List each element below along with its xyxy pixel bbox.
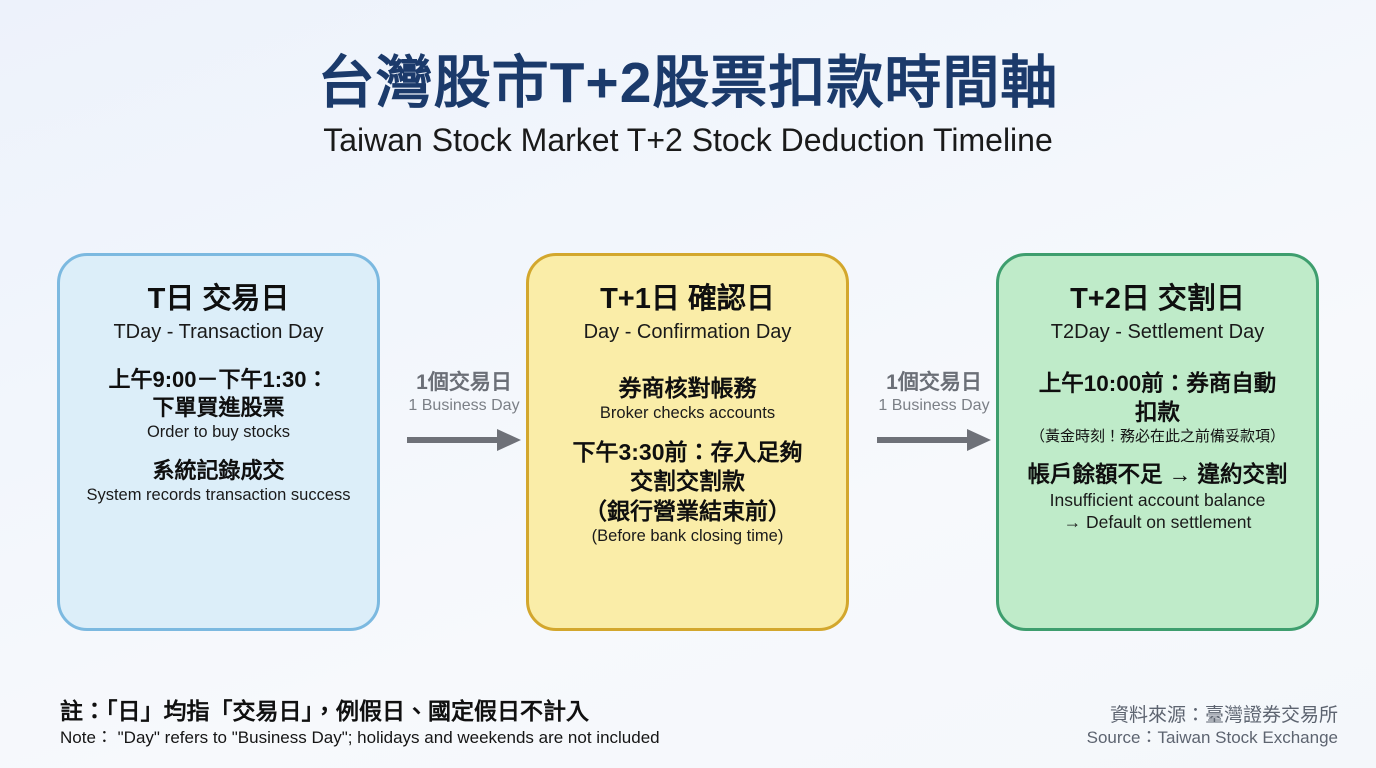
page-title-zh: 台灣股市T+2股票扣款時間軸 (317, 51, 1059, 115)
timeline: T日 交易日 TDay - Transaction Day 上午9:00－下午1… (57, 253, 1319, 631)
card-title-zh-t-plus-2-day: T+2日 交割日 (1070, 283, 1245, 315)
connector-1-label-zh: 1個交易日 (416, 371, 512, 394)
timeline-card-t-plus-1-day: T+1日 確認日 Day - Confirmation Day 券商核對帳務 B… (526, 253, 849, 631)
connector-2-label-en: 1 Business Day (878, 396, 990, 414)
order-action-en: Order to buy stocks (146, 423, 291, 442)
footer-source: 資料來源：臺灣證券交易所 Source：Taiwan Stock Exchang… (1087, 704, 1338, 749)
deposit-bank-zh: （銀行營業結束前） (584, 497, 791, 524)
deposit-bank-en: (Before bank closing time) (591, 527, 784, 546)
timeline-card-t-plus-2-day: T+2日 交割日 T2Day - Settlement Day 上午10:00前… (996, 253, 1319, 631)
auto-deduct-note-zh: （黃金時刻！務必在此之前備妥款項） (1029, 428, 1285, 446)
card-block-record: 系統記錄成交 System records transaction succes… (70, 457, 367, 506)
record-en: System records transaction success (86, 486, 351, 505)
footer-note-zh: 註：「日」均指「交易日」，例假日、國定假日不計入 (60, 698, 589, 724)
arrow-shaft (877, 436, 969, 443)
page-title-en: Taiwan Stock Market T+2 Stock Deduction … (323, 121, 1053, 158)
default-zh: 帳戶餘額不足 → 違約交割 (1027, 461, 1288, 487)
connector-2: 1個交易日 1 Business Day (861, 371, 1007, 451)
record-zh: 系統記錄成交 (152, 457, 285, 483)
source-zh: 資料來源：臺灣證券交易所 (1109, 705, 1338, 726)
header: 台灣股市T+2股票扣款時間軸 Taiwan Stock Market T+2 S… (0, 51, 1376, 159)
arrow-right-icon (407, 428, 521, 451)
card-body-t-plus-2-day: 上午10:00前：券商自動 扣款 （黃金時刻！務必在此之前備妥款項） 帳戶餘額不… (1009, 370, 1306, 534)
connector-1: 1個交易日 1 Business Day (391, 371, 537, 451)
deposit-time-zh: 下午3:30前：存入足夠 (572, 439, 803, 466)
card-title-en-t-day: TDay - Transaction Day (113, 320, 324, 343)
card-body-t-plus-1-day: 券商核對帳務 Broker checks accounts 下午3:30前：存入… (539, 374, 836, 547)
card-title-zh-t-plus-1-day: T+1日 確認日 (600, 283, 775, 315)
card-body-t-day: 上午9:00－下午1:30： 下單買進股票 Order to buy stock… (70, 366, 367, 506)
footer-note: 註：「日」均指「交易日」，例假日、國定假日不計入 Note： "Day" ref… (60, 698, 660, 748)
card-block-auto-deduct: 上午10:00前：券商自動 扣款 （黃金時刻！務必在此之前備妥款項） (1009, 370, 1306, 447)
arrow-shaft (407, 436, 499, 443)
connector-1-label-en: 1 Business Day (408, 396, 520, 414)
default-en-line1: Insufficient account balance (1049, 490, 1266, 511)
broker-check-zh: 券商核對帳務 (618, 374, 757, 401)
footer-note-en: Note： "Day" refers to "Business Day"; ho… (60, 727, 660, 747)
arrow-head (497, 428, 521, 451)
card-block-broker-check: 券商核對帳務 Broker checks accounts (539, 374, 836, 424)
card-title-en-t-plus-1-day: Day - Confirmation Day (583, 320, 792, 343)
connector-2-label-zh: 1個交易日 (886, 371, 982, 394)
deposit-amount-zh: 交割交割款 (630, 468, 745, 495)
order-action-zh: 下單買進股票 (152, 394, 285, 420)
card-title-zh-t-day: T日 交易日 (147, 283, 290, 315)
timeline-card-t-day: T日 交易日 TDay - Transaction Day 上午9:00－下午1… (57, 253, 380, 631)
arrow-right-icon (877, 428, 991, 451)
arrow-head (967, 428, 991, 451)
order-time-zh: 上午9:00－下午1:30： (108, 366, 329, 392)
default-en-line2: → Default on settlement (1063, 512, 1252, 533)
card-block-order: 上午9:00－下午1:30： 下單買進股票 Order to buy stock… (70, 366, 367, 443)
card-block-deposit: 下午3:30前：存入足夠 交割交割款 （銀行營業結束前） (Before ban… (539, 438, 836, 547)
card-block-default: 帳戶餘額不足 → 違約交割 Insufficient account balan… (1009, 461, 1306, 534)
card-title-en-t-plus-2-day: T2Day - Settlement Day (1050, 320, 1265, 343)
auto-deduct-action-zh: 扣款 (1134, 399, 1180, 425)
source-en: Source：Taiwan Stock Exchange (1086, 728, 1338, 748)
broker-check-en: Broker checks accounts (599, 404, 776, 423)
auto-deduct-time-zh: 上午10:00前：券商自動 (1038, 370, 1277, 396)
